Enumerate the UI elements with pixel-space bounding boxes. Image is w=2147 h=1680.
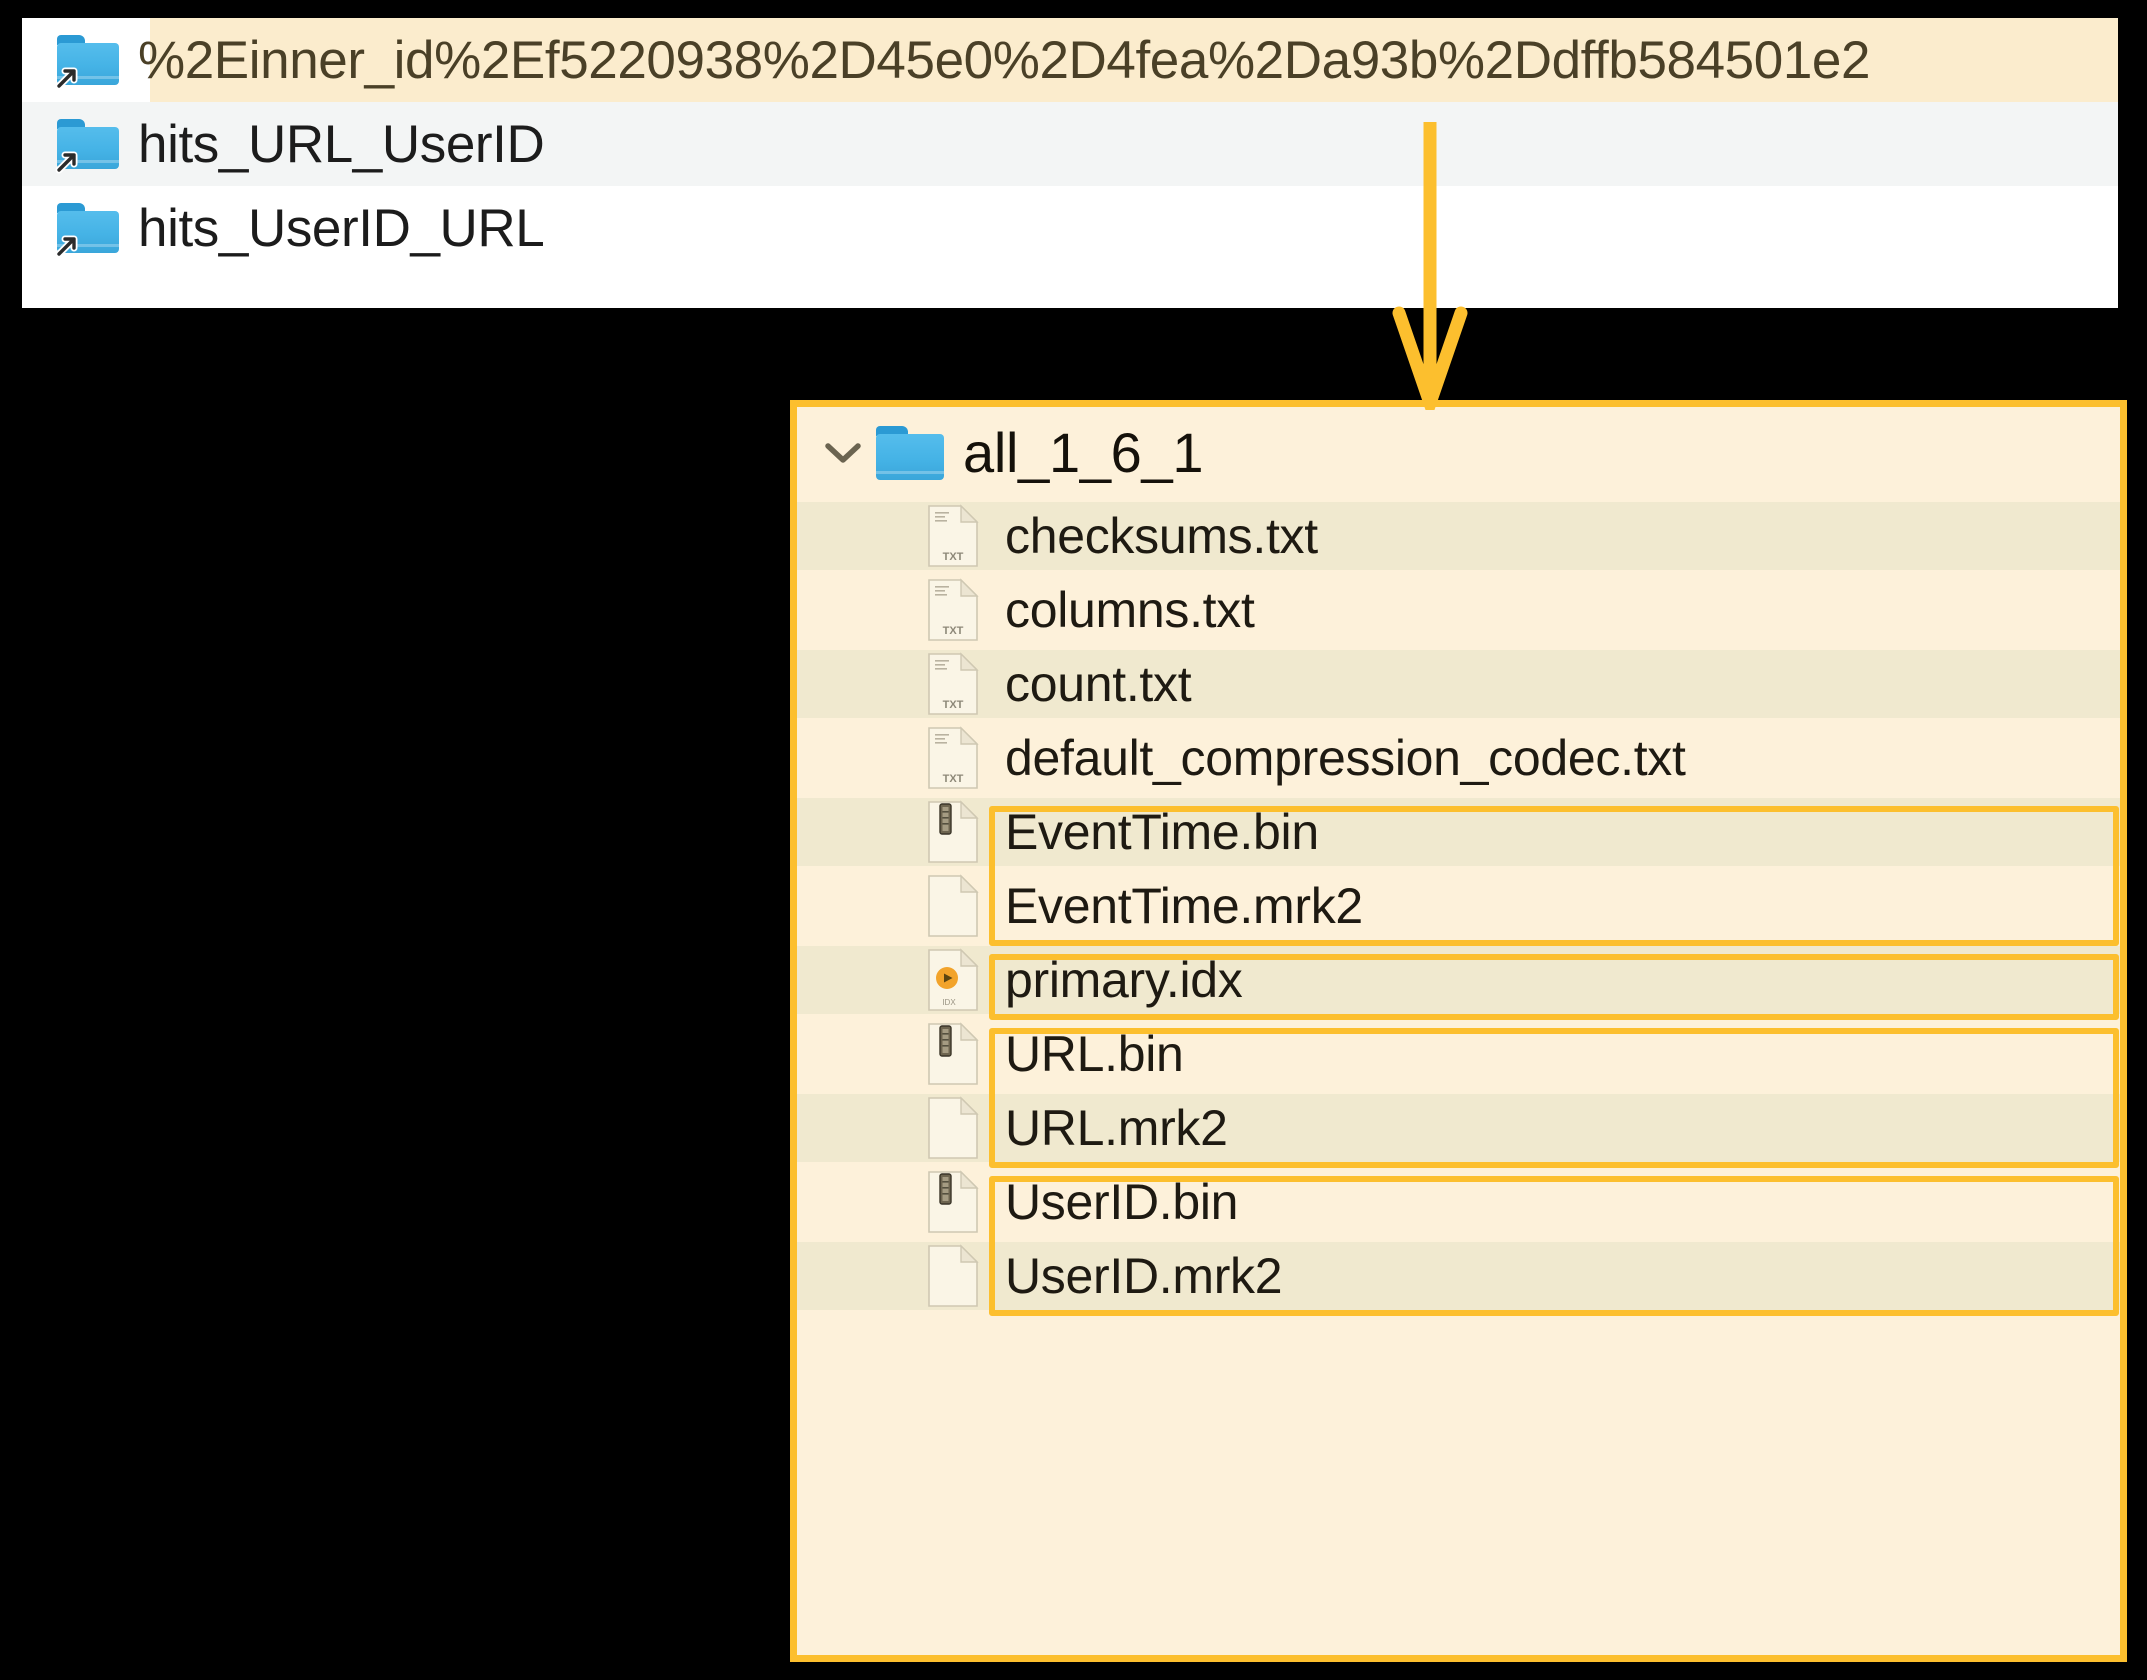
list-item-label: %2Einner_id%2Ef5220938%2D45e0%2D4fea%2Da… bbox=[138, 30, 1871, 90]
svg-text:IDX: IDX bbox=[942, 998, 956, 1007]
tree-row-file[interactable]: UserID.mrk2 bbox=[797, 1239, 2120, 1313]
list-item[interactable]: hits_URL_UserID bbox=[22, 102, 2118, 186]
generic-file-icon bbox=[917, 1096, 989, 1160]
folder-alias-icon bbox=[44, 203, 132, 258]
file-name-label: URL.mrk2 bbox=[1005, 1100, 1228, 1156]
list-item[interactable]: %2Einner_id%2Ef5220938%2D45e0%2D4fea%2Da… bbox=[22, 18, 2118, 102]
file-name-label: columns.txt bbox=[1005, 582, 1255, 638]
txt-file-icon: TXT bbox=[917, 652, 989, 716]
list-item-label: hits_URL_UserID bbox=[138, 114, 545, 174]
index-folder-list-panel: %2Einner_id%2Ef5220938%2D45e0%2D4fea%2Da… bbox=[22, 18, 2118, 308]
list-item-label: hits_UserID_URL bbox=[138, 198, 545, 258]
bin-file-icon bbox=[917, 1170, 989, 1234]
tree-row-file[interactable]: EventTime.bin bbox=[797, 795, 2120, 869]
folder-alias-icon bbox=[44, 119, 132, 174]
generic-file-icon bbox=[917, 1244, 989, 1308]
tree-row-file[interactable]: TXT count.txt bbox=[797, 647, 2120, 721]
txt-file-icon: TXT bbox=[917, 578, 989, 642]
svg-text:TXT: TXT bbox=[943, 551, 964, 563]
txt-file-icon: TXT bbox=[917, 726, 989, 790]
idx-file-icon: IDX bbox=[917, 948, 989, 1012]
alias-arrow-icon bbox=[55, 67, 78, 90]
bin-file-icon bbox=[917, 1022, 989, 1086]
file-name-label: default_compression_codec.txt bbox=[1005, 730, 1686, 786]
file-name-label: EventTime.mrk2 bbox=[1005, 878, 1363, 934]
generic-file-icon bbox=[917, 874, 989, 938]
file-name-label: URL.bin bbox=[1005, 1026, 1184, 1082]
txt-file-icon: TXT bbox=[917, 504, 989, 568]
alias-arrow-icon bbox=[55, 151, 78, 174]
file-name-label: UserID.mrk2 bbox=[1005, 1248, 1283, 1304]
tree-row-file[interactable]: TXT checksums.txt bbox=[797, 499, 2120, 573]
svg-text:TXT: TXT bbox=[943, 773, 964, 785]
tree-row-file[interactable]: URL.mrk2 bbox=[797, 1091, 2120, 1165]
folder-icon bbox=[871, 426, 949, 480]
bin-file-icon bbox=[917, 800, 989, 864]
chevron-down-icon[interactable] bbox=[815, 438, 871, 468]
tree-row-file[interactable]: EventTime.mrk2 bbox=[797, 869, 2120, 943]
down-arrow-connector bbox=[1392, 122, 1468, 410]
file-name-label: primary.idx bbox=[1005, 952, 1243, 1008]
file-name-label: EventTime.bin bbox=[1005, 804, 1319, 860]
tree-row-file[interactable]: TXT default_compression_codec.txt bbox=[797, 721, 2120, 795]
tree-row-file[interactable]: TXT columns.txt bbox=[797, 573, 2120, 647]
file-name-label: UserID.bin bbox=[1005, 1174, 1239, 1230]
tree-row-file[interactable]: URL.bin bbox=[797, 1017, 2120, 1091]
alias-arrow-icon bbox=[55, 235, 78, 258]
folder-alias-icon bbox=[44, 35, 132, 90]
svg-text:TXT: TXT bbox=[943, 699, 964, 711]
tree-row-file[interactable]: UserID.bin bbox=[797, 1165, 2120, 1239]
file-name-label: checksums.txt bbox=[1005, 508, 1318, 564]
file-name-label: count.txt bbox=[1005, 656, 1192, 712]
tree-row-file[interactable]: IDX primary.idx bbox=[797, 943, 2120, 1017]
row-selection-highlight bbox=[150, 18, 2118, 102]
tree-row-root[interactable]: all_1_6_1 bbox=[797, 407, 2120, 499]
list-item[interactable]: hits_UserID_URL bbox=[22, 186, 2118, 270]
svg-text:TXT: TXT bbox=[943, 625, 964, 637]
tree-root-label: all_1_6_1 bbox=[963, 421, 1204, 484]
